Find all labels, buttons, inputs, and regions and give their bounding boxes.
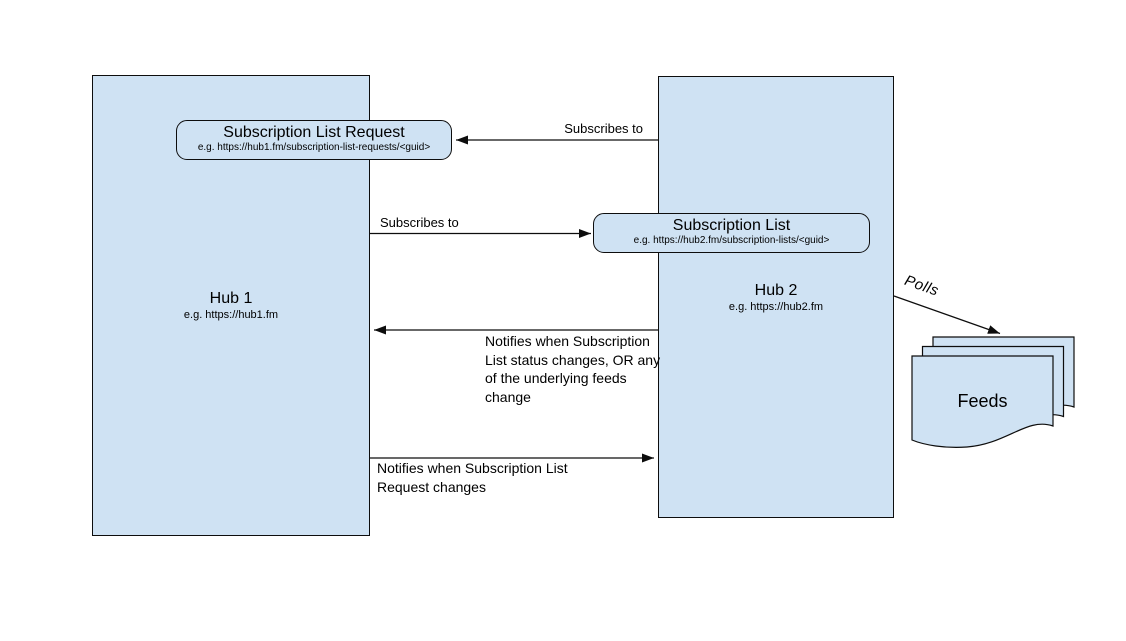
subscription-list-request-box: Subscription List Request e.g. https://h… — [176, 120, 452, 160]
arrow-polls — [893, 295, 1001, 335]
subscription-list-title: Subscription List — [672, 217, 791, 234]
arrow-label-subscribes-to-list: Subscribes to — [380, 215, 459, 230]
feeds-stack — [911, 336, 1075, 448]
subscription-list-box: Subscription List e.g. https://hub2.fm/s… — [593, 213, 870, 253]
feeds-doc-front — [911, 355, 1054, 448]
subscription-list-request-title: Subscription List Request — [223, 124, 405, 141]
hub2-box — [658, 76, 894, 518]
subscription-list-subtitle: e.g. https://hub2.fm/subscription-lists/… — [633, 235, 830, 246]
subscription-list-request-subtitle: e.g. https://hub1.fm/subscription-list-r… — [197, 142, 431, 153]
arrow-label-notify-status: Notifies when Subscription List status c… — [485, 333, 661, 405]
arrow-label-notify-request: Notifies when Subscription List Request … — [377, 460, 568, 495]
feeds-label: Feeds — [957, 391, 1008, 411]
arrow-label-subscribes-to-request: Subscribes to — [564, 121, 643, 136]
